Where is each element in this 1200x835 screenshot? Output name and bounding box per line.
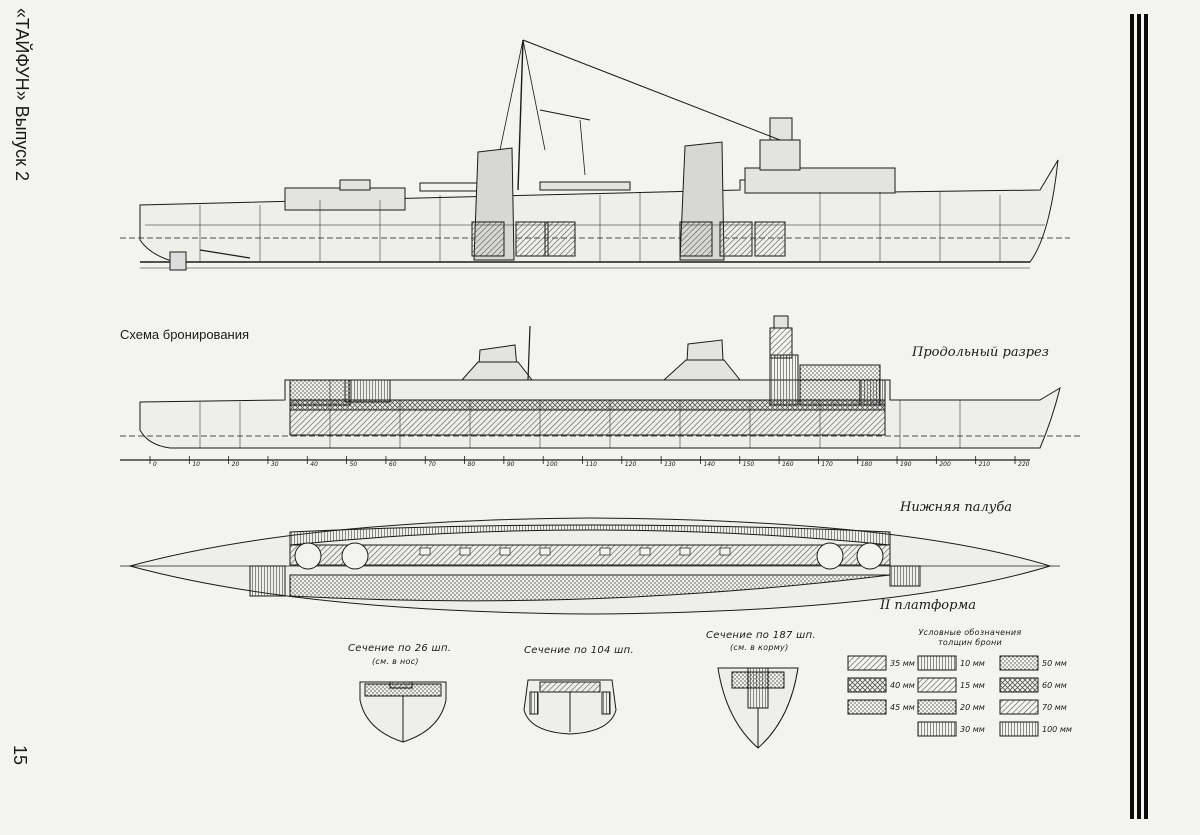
frame-scale: 0 10 20 30 40 50 60 70 80 90 100 110 120 130 140 150 160… (149, 456, 1030, 468)
frame-tick-label: 150 (743, 461, 755, 468)
legend-title: Условные обозначения толщин брони (918, 628, 1022, 647)
legend-15: 15 мм (960, 681, 985, 690)
frame-tick-label: 30 (271, 461, 279, 468)
cross-section-26-subtitle: (см. в нос) (372, 657, 419, 666)
page-edge-stripes (1130, 14, 1148, 819)
legend-50: 50 мм (1042, 659, 1067, 668)
frame-tick-label: 0 (153, 461, 157, 468)
frame-tick-label: 90 (507, 461, 515, 468)
frame-tick-label: 50 (350, 461, 358, 468)
frame-tick-label: 60 (389, 461, 397, 468)
frame-tick-label: 120 (625, 461, 637, 468)
frame-tick-label: 80 (468, 461, 476, 468)
frame-tick-label: 180 (861, 461, 873, 468)
frame-tick-label: 40 (310, 461, 318, 468)
armor-scheme-title: Схема бронирования (120, 327, 250, 342)
frame-tick-label: 100 (546, 461, 558, 468)
frame-tick-label: 200 (939, 461, 951, 468)
legend-20: 20 мм (960, 703, 985, 712)
ship-profile-inboard (120, 39, 1070, 271)
deck-plan (120, 517, 1060, 615)
frame-tick-label: 160 (782, 461, 794, 468)
cross-section-187-title: Сечение по 187 шп. (706, 630, 816, 641)
legend-70: 70 мм (1042, 703, 1067, 712)
lower-deck-label: Нижняя палуба (900, 500, 1013, 515)
cross-section-26 (359, 681, 447, 743)
legend-45: 45 мм (890, 703, 915, 712)
cross-section-104 (523, 679, 617, 735)
legend-10: 10 мм (960, 659, 985, 668)
legend-30: 30 мм (960, 725, 985, 734)
armor-longitudinal-section (120, 315, 1080, 461)
armor-legend-swatches (847, 655, 1039, 737)
longitudinal-section-label: Продольный разрез (912, 345, 1049, 360)
frame-tick-label: 10 (192, 461, 200, 468)
frame-tick-label: 190 (900, 461, 912, 468)
cross-section-187 (717, 667, 799, 749)
legend-35: 35 мм (890, 659, 915, 668)
frame-tick-label: 170 (821, 461, 833, 468)
legend-40: 40 мм (890, 681, 915, 690)
cross-section-26-title: Сечение по 26 шп. (348, 643, 452, 654)
frame-tick-label: 20 (232, 461, 240, 468)
frame-tick-label: 130 (664, 461, 676, 468)
frame-tick-label: 210 (979, 461, 991, 468)
platform-label: II платформа (880, 598, 976, 613)
frame-tick-label: 220 (1018, 461, 1030, 468)
legend-60: 60 мм (1042, 681, 1067, 690)
legend-100: 100 мм (1042, 725, 1072, 734)
frame-tick-label: 140 (703, 461, 715, 468)
frame-tick-label: 110 (586, 461, 598, 468)
cross-section-104-title: Сечение по 104 шп. (524, 645, 634, 656)
frame-tick-label: 70 (428, 461, 436, 468)
cross-section-187-subtitle: (см. в корму) (730, 643, 789, 652)
